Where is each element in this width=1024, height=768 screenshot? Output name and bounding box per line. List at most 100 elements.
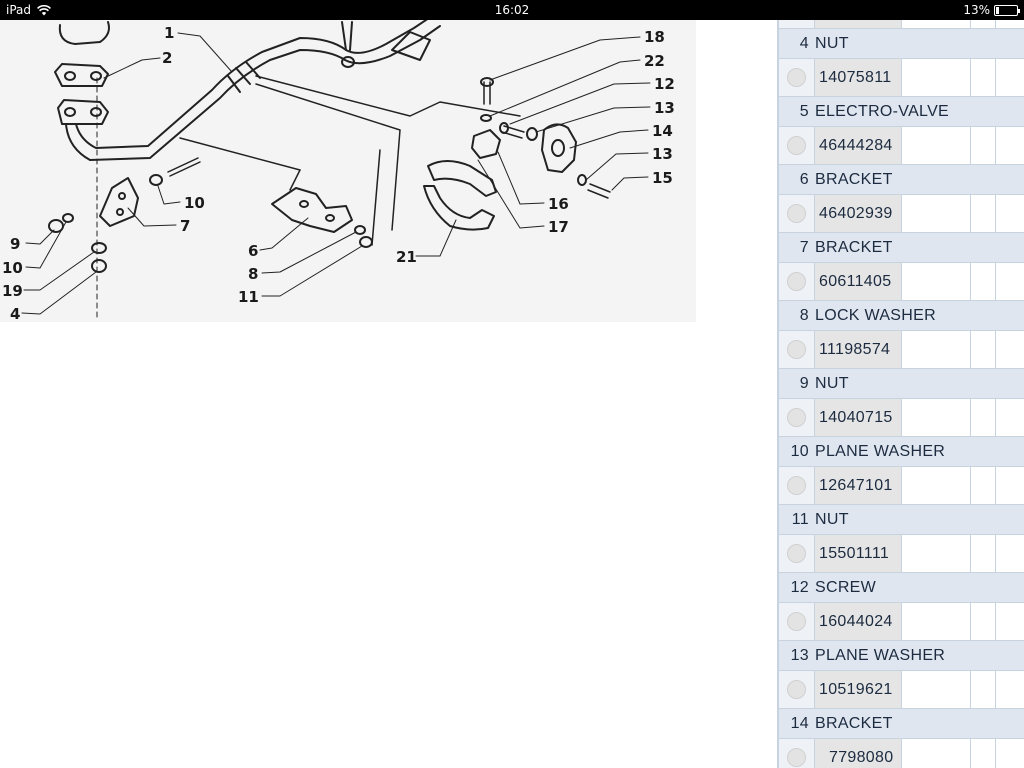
callout-label[interactable]: 13 — [652, 145, 673, 163]
callout-label[interactable]: 6 — [248, 242, 258, 260]
part-detail-row: 12647101 — [779, 467, 1024, 504]
callout-label[interactable]: 19 — [2, 282, 23, 300]
select-cell[interactable] — [779, 331, 815, 368]
select-checkbox[interactable] — [787, 544, 806, 563]
callout-label[interactable]: 7 — [180, 217, 190, 235]
info-cell — [971, 399, 996, 436]
part-header[interactable]: 5 ELECTRO-VALVE — [779, 97, 1024, 127]
status-bar: iPad 16:02 13% — [0, 0, 1024, 20]
info-cell — [971, 535, 996, 572]
select-cell[interactable] — [779, 59, 815, 96]
battery-icon — [994, 4, 1020, 16]
select-cell[interactable] — [779, 127, 815, 164]
extra-cell — [996, 59, 1024, 96]
callout-label[interactable]: 10 — [184, 194, 205, 212]
info-cell — [971, 127, 996, 164]
callout-label[interactable]: 11 — [238, 288, 259, 306]
quantity-cell — [902, 671, 971, 708]
callout-label[interactable]: 12 — [654, 75, 675, 93]
callout-label[interactable]: 13 — [654, 99, 675, 117]
part-code: 14075811 — [815, 59, 902, 96]
quantity-cell — [902, 59, 971, 96]
callout-label[interactable]: 22 — [644, 52, 665, 70]
part-name: BRACKET — [815, 238, 893, 256]
select-cell[interactable] — [779, 603, 815, 640]
select-checkbox[interactable] — [787, 748, 806, 767]
part-number: 5 — [799, 102, 809, 120]
callout-label[interactable]: 1 — [164, 24, 174, 42]
callout-label[interactable]: 17 — [548, 218, 569, 236]
callout-label[interactable]: 14 — [652, 122, 673, 140]
quantity-cell — [902, 535, 971, 572]
select-checkbox[interactable] — [787, 680, 806, 699]
part-name: NUT — [815, 374, 849, 392]
part-number: 6 — [799, 170, 809, 188]
quantity-cell — [902, 127, 971, 164]
select-checkbox[interactable] — [787, 68, 806, 87]
select-cell[interactable] — [779, 535, 815, 572]
previous-row-stub — [779, 20, 1024, 29]
callout-label[interactable]: 8 — [248, 265, 258, 283]
callout-label[interactable]: 16 — [548, 195, 569, 213]
part-number: 8 — [799, 306, 809, 324]
info-cell — [971, 671, 996, 708]
part-number: 14 — [790, 714, 809, 732]
callout-label[interactable]: 4 — [10, 305, 20, 322]
part-number: 11 — [791, 510, 809, 528]
select-cell[interactable] — [779, 467, 815, 504]
info-cell — [971, 331, 996, 368]
callout-label[interactable]: 15 — [652, 169, 673, 187]
part-code: 15501111 — [815, 535, 902, 572]
select-checkbox[interactable] — [787, 272, 806, 291]
callout-label[interactable]: 2 — [162, 49, 172, 67]
select-cell[interactable] — [779, 739, 815, 768]
part-code: 7798080 — [815, 739, 902, 768]
select-checkbox[interactable] — [787, 340, 806, 359]
select-checkbox[interactable] — [787, 612, 806, 631]
extra-cell — [996, 671, 1024, 708]
part-name: ELECTRO-VALVE — [815, 102, 950, 120]
callout-label[interactable]: 9 — [10, 235, 20, 253]
part-code: 60611405 — [815, 263, 902, 300]
battery-percent: 13% — [963, 3, 990, 17]
select-checkbox[interactable] — [787, 204, 806, 223]
select-checkbox[interactable] — [787, 408, 806, 427]
select-checkbox[interactable] — [787, 476, 806, 495]
select-cell[interactable] — [779, 263, 815, 300]
select-checkbox[interactable] — [787, 136, 806, 155]
extra-cell — [996, 467, 1024, 504]
select-cell[interactable] — [779, 195, 815, 232]
select-cell[interactable] — [779, 399, 815, 436]
callout-label[interactable]: 10 — [2, 259, 23, 277]
info-cell — [971, 467, 996, 504]
part-detail-row: 10519621 — [779, 671, 1024, 708]
callout-label[interactable]: 18 — [644, 28, 665, 46]
quantity-cell — [902, 195, 971, 232]
select-cell[interactable] — [779, 671, 815, 708]
callout-label[interactable]: 21 — [396, 248, 417, 266]
part-number: 4 — [799, 34, 809, 52]
